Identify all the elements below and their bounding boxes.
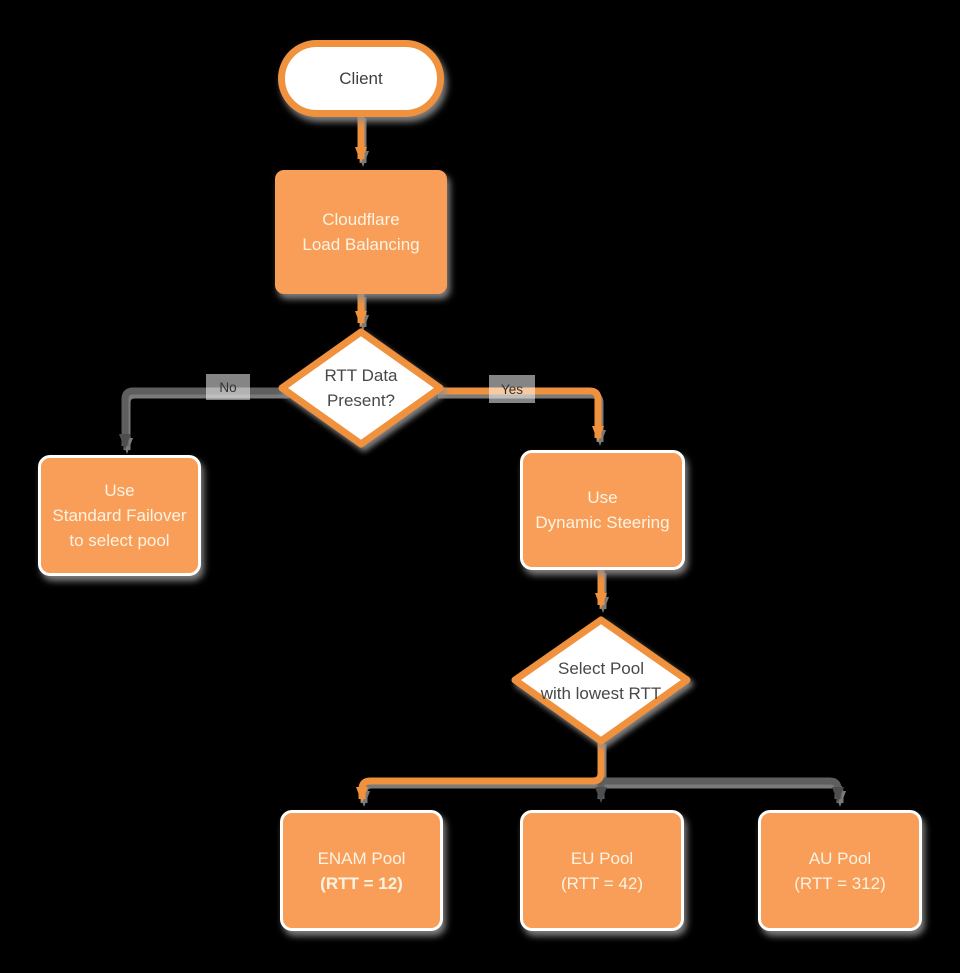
au-pool-rtt: (RTT = 312) <box>794 873 886 893</box>
edge-label-no: No <box>206 374 250 400</box>
dynamic-steering-node: Use Dynamic Steering <box>520 450 685 570</box>
edge-au-pool-path <box>601 777 844 803</box>
enam-pool-name: ENAM Pool <box>317 848 406 868</box>
standard-failover-label: Use Standard Failover to select pool <box>52 481 187 550</box>
eu-pool-rtt: (RTT = 42) <box>560 873 644 893</box>
edge-label-yes: Yes <box>489 375 535 403</box>
enam-pool-rtt: (RTT = 12) <box>320 873 403 893</box>
eu-pool-name: EU Pool <box>570 848 634 868</box>
standard-failover-node: Use Standard Failover to select pool <box>38 455 201 576</box>
dynamic-steering-label: Use Dynamic Steering <box>535 488 670 532</box>
au-pool-name: AU Pool <box>808 848 872 868</box>
enam-pool-node: ENAM Pool (RTT = 12) <box>280 810 443 931</box>
shadow-no-branch <box>121 391 289 454</box>
client-label: Client <box>339 68 383 88</box>
cloudflare-lb-label: Cloudflare Load Balancing <box>302 210 420 254</box>
cloudflare-lb-node: Cloudflare Load Balancing <box>275 170 447 294</box>
eu-pool-node: EU Pool (RTT = 42) <box>520 810 684 931</box>
shadow-au-branch <box>603 781 846 807</box>
rtt-present-decision-shape <box>278 328 444 448</box>
shadow-enam-branch <box>358 744 607 807</box>
select-pool-decision-shape <box>511 616 691 745</box>
client-node: Client <box>278 40 444 117</box>
edge-enam-pool-path <box>356 740 605 803</box>
au-pool-node: AU Pool (RTT = 312) <box>758 810 922 931</box>
